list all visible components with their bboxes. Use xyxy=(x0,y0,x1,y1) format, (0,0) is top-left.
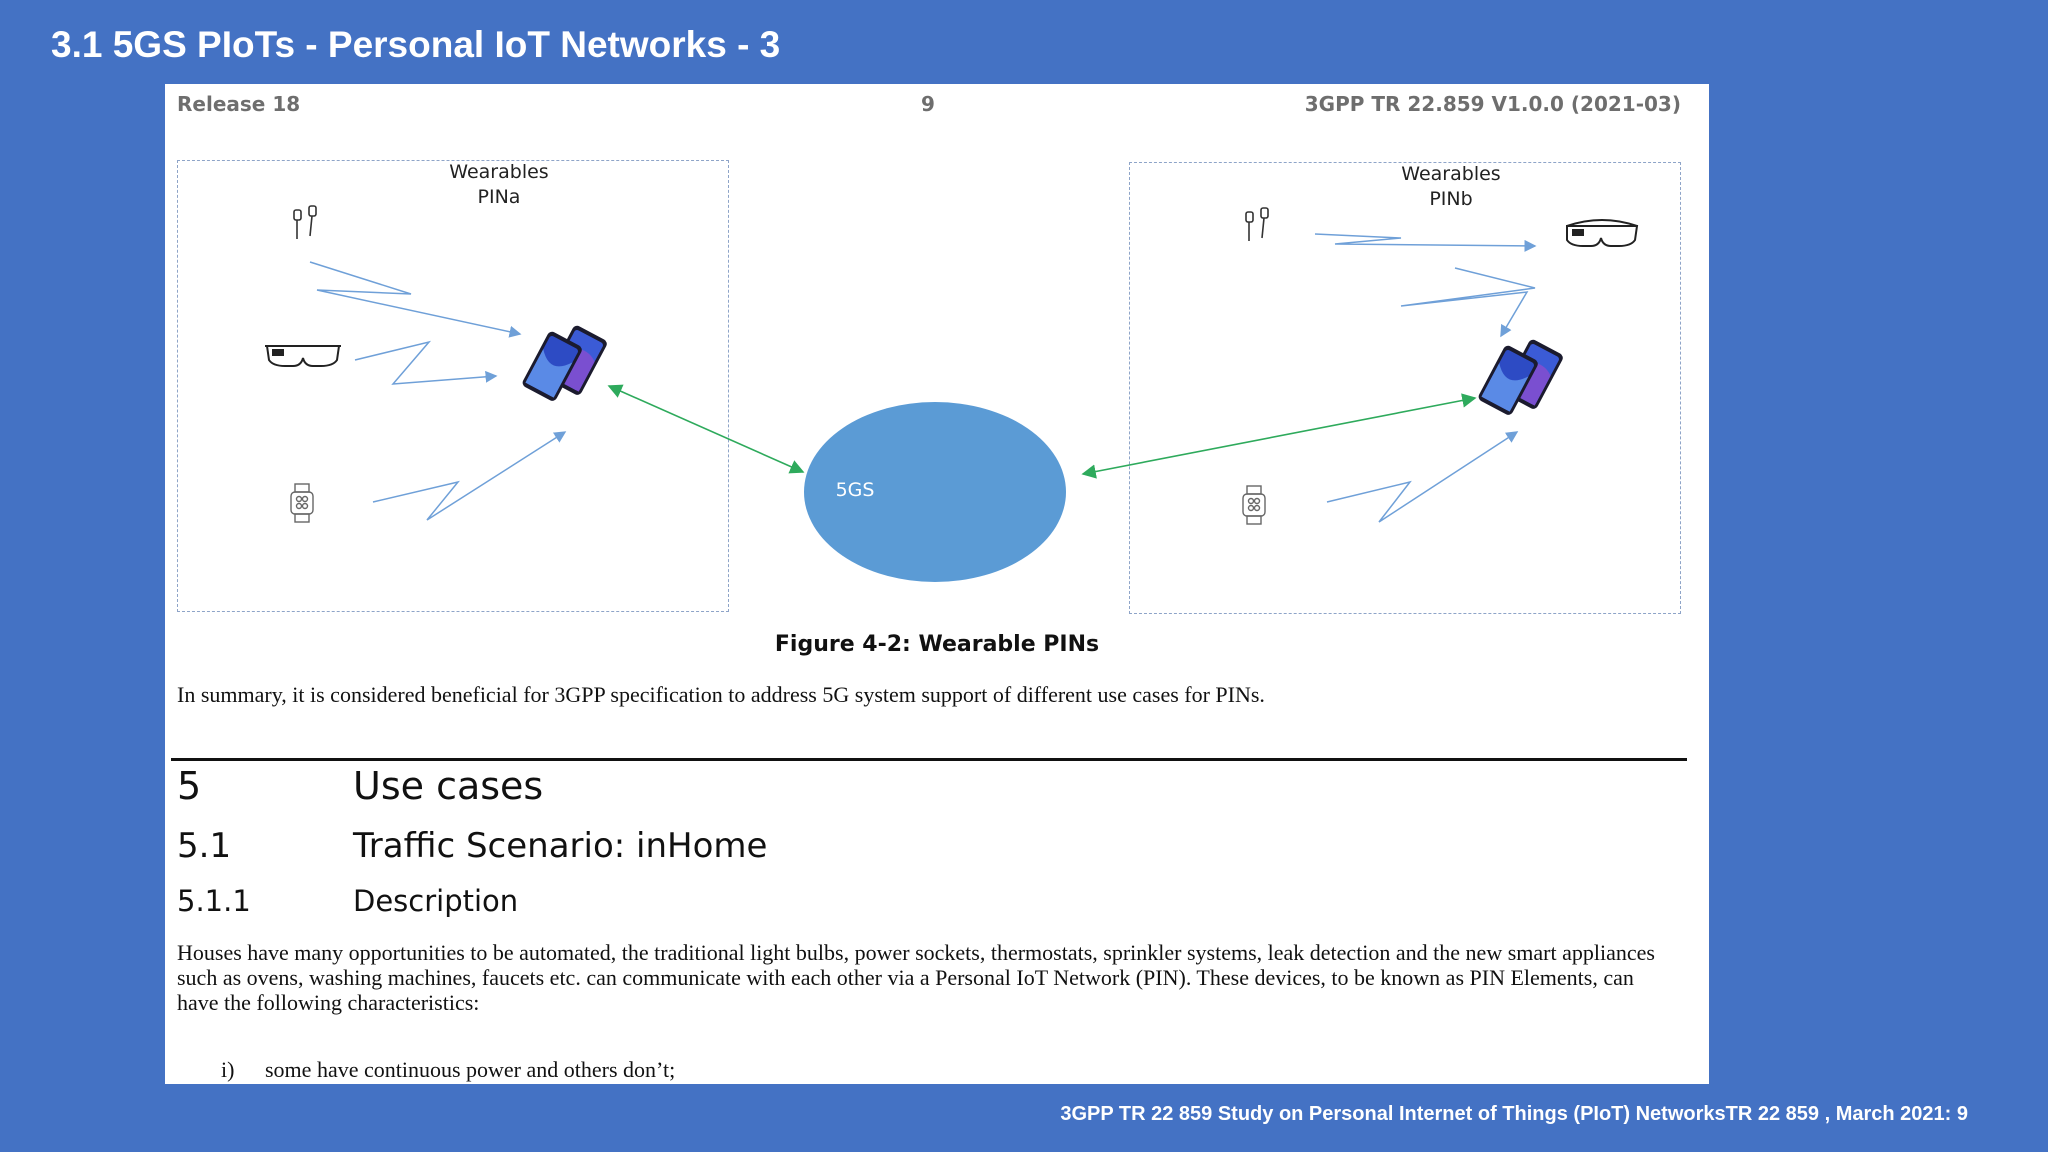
link-phone-a-5gs xyxy=(607,384,805,474)
section-title: Traffic Scenario: inHome xyxy=(353,826,768,866)
section-title: Use cases xyxy=(353,764,544,808)
section-heading-5-1-1: 5.1.1 Description xyxy=(177,884,518,918)
figure-links xyxy=(265,205,1639,582)
section-heading-5: 5 Use cases xyxy=(177,764,543,808)
description-paragraph: Houses have many opportunities to be aut… xyxy=(177,940,1655,1015)
section-number: 5.1.1 xyxy=(177,884,251,918)
section-number: 5.1 xyxy=(177,826,232,866)
list-text: some have continuous power and others do… xyxy=(265,1057,676,1082)
list-item: i) some have continuous power and others … xyxy=(221,1057,675,1083)
list-marker: i) xyxy=(221,1057,235,1082)
smartwatch-icon xyxy=(290,483,314,523)
earbuds-icon xyxy=(293,205,317,239)
pin-a-heading: Wearables xyxy=(449,161,549,183)
smart-glasses-icon xyxy=(1566,219,1639,247)
pin-b-heading: Wearables xyxy=(1401,163,1501,185)
link-glasses-phone-a xyxy=(354,340,498,385)
link-earbuds-phone-a xyxy=(309,261,522,338)
link-watch-phone-b xyxy=(1326,431,1519,523)
smart-glasses-icon xyxy=(265,345,341,367)
pin-b-boundary xyxy=(1129,162,1681,614)
document-page: Release 18 9 3GPP TR 22.859 V1.0.0 (2021… xyxy=(165,84,1709,1084)
pin-b-name: PINb xyxy=(1429,188,1473,210)
pin-b-title: Wearables PINb xyxy=(1351,162,1551,212)
pin-a-name: PINa xyxy=(477,186,521,208)
smartphone-icon xyxy=(522,325,607,401)
section-number: 5 xyxy=(177,764,202,808)
smartwatch-icon xyxy=(1242,485,1266,525)
smartphone-icon xyxy=(1478,339,1563,415)
pin-a-title: Wearables PINa xyxy=(399,160,599,210)
link-watch-phone-a xyxy=(372,431,567,521)
slide-title: 3.1 5GS PIoTs - Personal IoT Networks - … xyxy=(51,24,781,65)
section-divider xyxy=(171,758,1687,761)
doc-header-release: Release 18 xyxy=(177,92,301,116)
core-5gs-label: 5GS xyxy=(835,479,875,501)
earbuds-icon xyxy=(1245,207,1269,241)
summary-paragraph: In summary, it is considered beneficial … xyxy=(177,682,1265,707)
core-5gs-node xyxy=(804,402,1066,582)
slide-footer: 3GPP TR 22 859 Study on Personal Interne… xyxy=(1060,1103,1968,1125)
doc-header-page-number: 9 xyxy=(921,92,935,116)
link-5gs-phone-b xyxy=(1081,393,1477,479)
link-glasses-phone-b xyxy=(1400,267,1536,338)
doc-header-spec: 3GPP TR 22.859 V1.0.0 (2021-03) xyxy=(1304,92,1681,116)
section-title: Description xyxy=(353,884,519,918)
section-heading-5-1: 5.1 Traffic Scenario: inHome xyxy=(177,826,767,866)
link-earbuds-glasses-b xyxy=(1314,233,1537,252)
figure-caption: Figure 4-2: Wearable PINs xyxy=(774,632,1100,657)
